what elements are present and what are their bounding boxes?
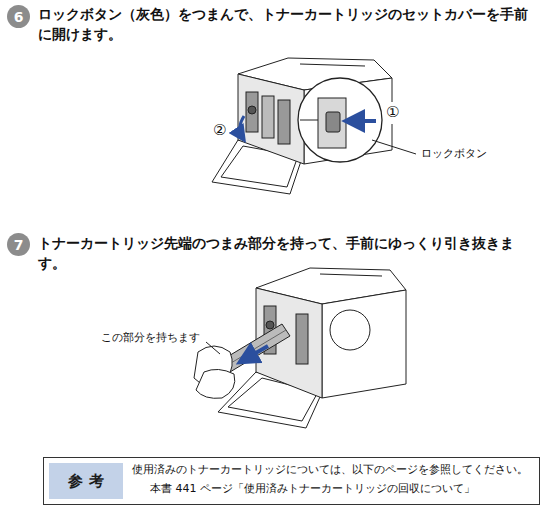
callout-number: ② bbox=[212, 120, 227, 142]
step-number: 6 bbox=[7, 5, 30, 28]
step-number-text: 7 bbox=[14, 238, 24, 252]
note-box: 使用済みのトナーカートリッジについては、以下のページを参照してください。本書 4… bbox=[43, 457, 540, 505]
step-number: 7 bbox=[7, 233, 30, 256]
step-number-text: 6 bbox=[14, 10, 24, 24]
step-instruction: トナーカートリッジ先端のつまみ部分を持って、手前にゆっくり引き抜きます。 bbox=[38, 234, 538, 273]
part-label: この部分を持ちます bbox=[100, 330, 201, 345]
step-instruction: ロックボタン（灰色）をつまんで、トナーカートリッジのセットカバーを手前に開けます… bbox=[38, 5, 538, 44]
note-label-box: 参 考 bbox=[49, 463, 123, 499]
printer-cartridge-removal bbox=[194, 268, 406, 428]
open-arrow bbox=[240, 116, 244, 140]
part-label: ロックボタン bbox=[420, 146, 488, 161]
callout-number: ① bbox=[385, 102, 400, 124]
note-label: 参 考 bbox=[68, 472, 103, 491]
leader-line bbox=[206, 342, 220, 354]
printer-open-cover bbox=[212, 58, 392, 194]
pull-arrow bbox=[240, 346, 268, 362]
push-arrow bbox=[346, 119, 376, 123]
leader-line bbox=[372, 140, 416, 154]
